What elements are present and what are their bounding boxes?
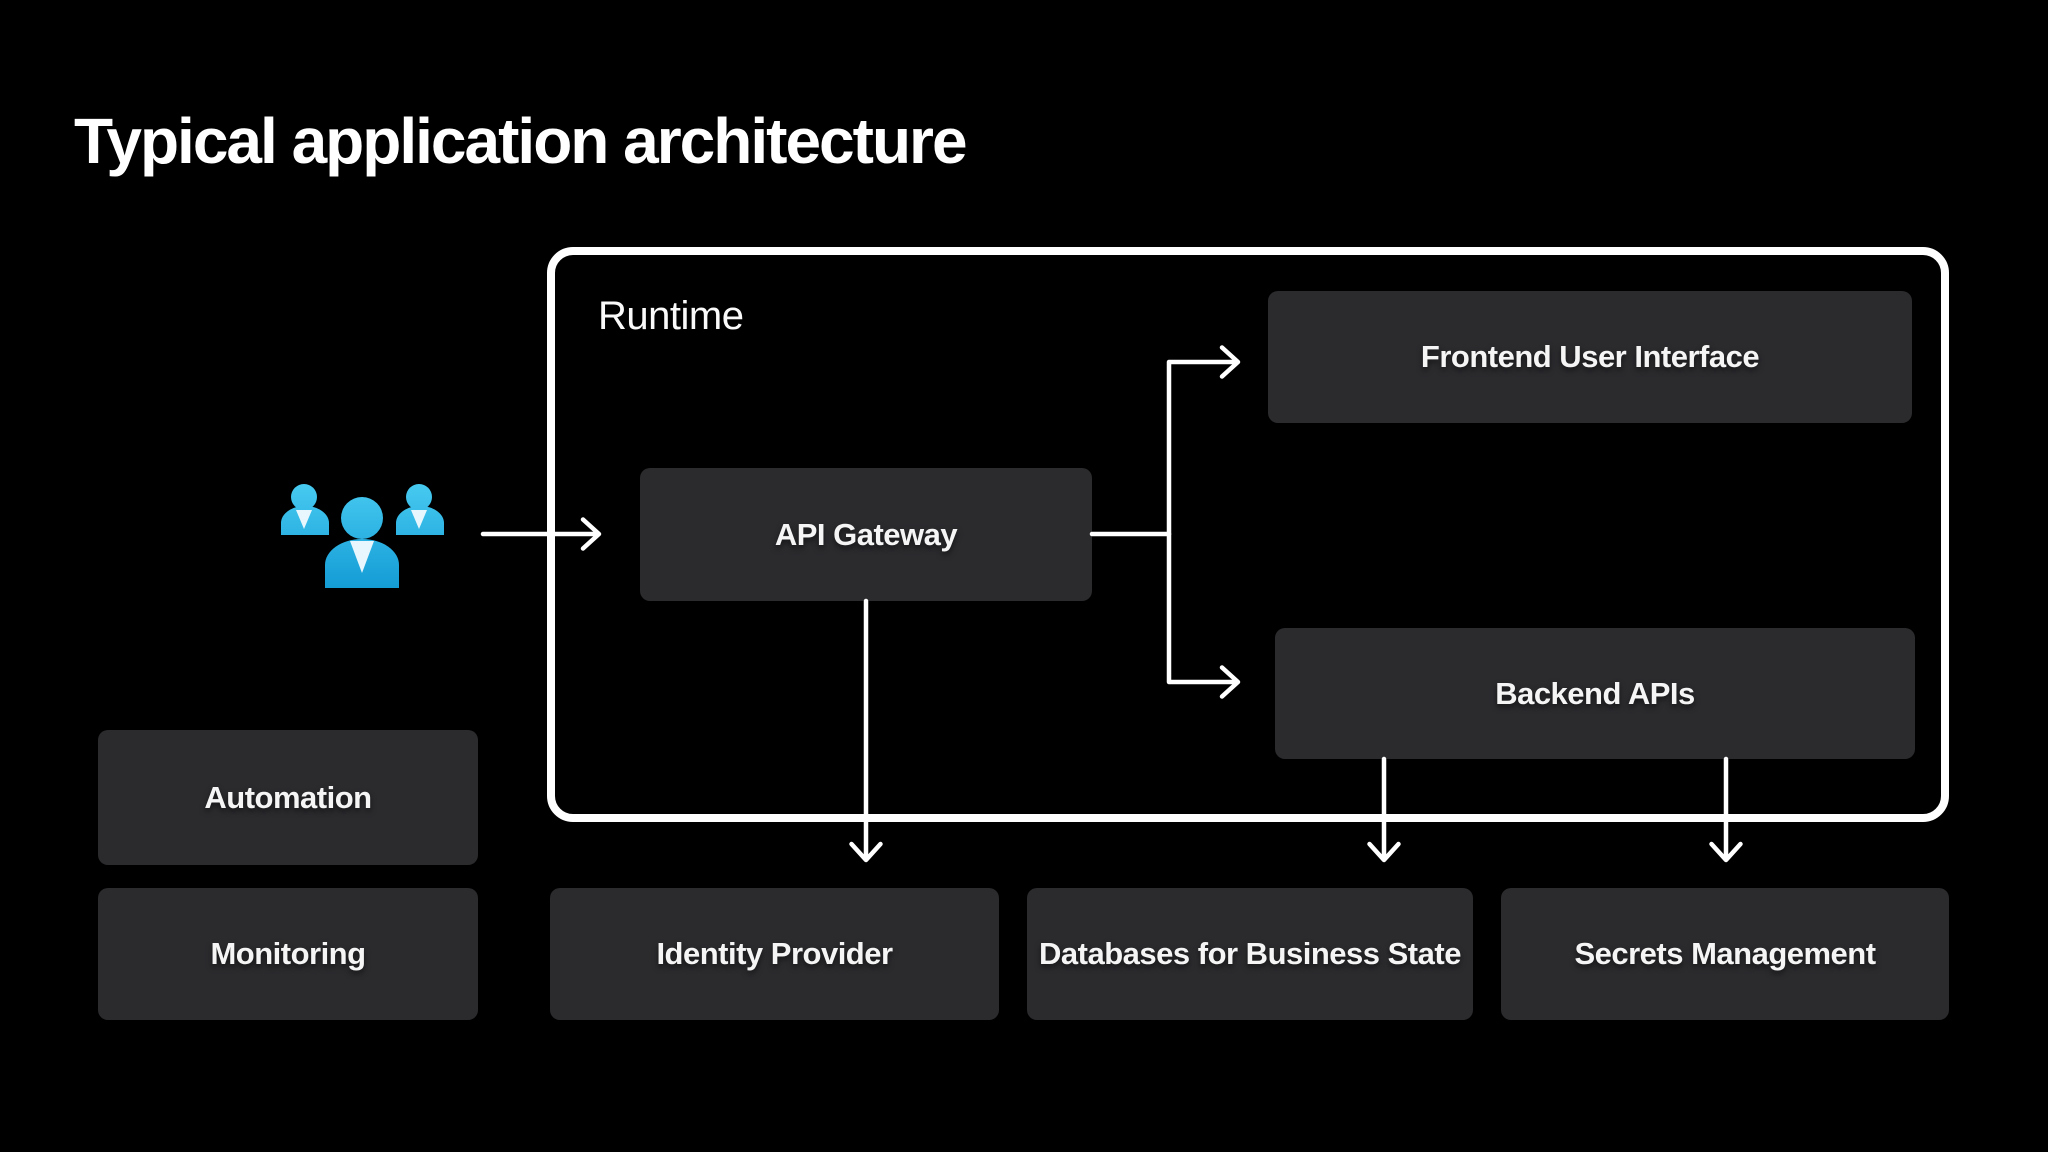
secrets-management-node: Secrets Management (1501, 888, 1949, 1020)
user-body-right (396, 506, 444, 535)
user-head-center (341, 497, 383, 539)
automation-node: Automation (98, 730, 478, 865)
api-gateway-label: API Gateway (774, 516, 958, 552)
user-collar-left (296, 510, 312, 529)
user-collar-right (411, 510, 427, 529)
monitoring-node: Monitoring (98, 888, 478, 1020)
frontend-user-interface-label: Frontend User Interface (1420, 339, 1760, 374)
backend-apis-node: Backend APIs (1275, 628, 1915, 759)
databases-business-state-node: Databases for Business State (1027, 888, 1473, 1020)
databases-business-state-label: Databases for Business State (1039, 936, 1461, 971)
users-icon (281, 484, 444, 588)
secrets-management-label: Secrets Management (1574, 936, 1876, 971)
user-body-center (325, 539, 399, 588)
user-collar-center (350, 541, 374, 573)
automation-label: Automation (204, 779, 372, 815)
api-gateway-node: API Gateway (640, 468, 1092, 601)
runtime-label: Runtime (598, 294, 744, 338)
user-body-left (281, 506, 329, 535)
identity-provider-node: Identity Provider (550, 888, 999, 1020)
user-head-right (406, 484, 432, 510)
monitoring-label: Monitoring (210, 936, 366, 971)
frontend-user-interface-node: Frontend User Interface (1268, 291, 1912, 423)
backend-apis-label: Backend APIs (1495, 675, 1695, 711)
identity-provider-label: Identity Provider (656, 936, 893, 971)
user-head-left (291, 484, 317, 510)
page-title: Typical application architecture (74, 105, 968, 177)
